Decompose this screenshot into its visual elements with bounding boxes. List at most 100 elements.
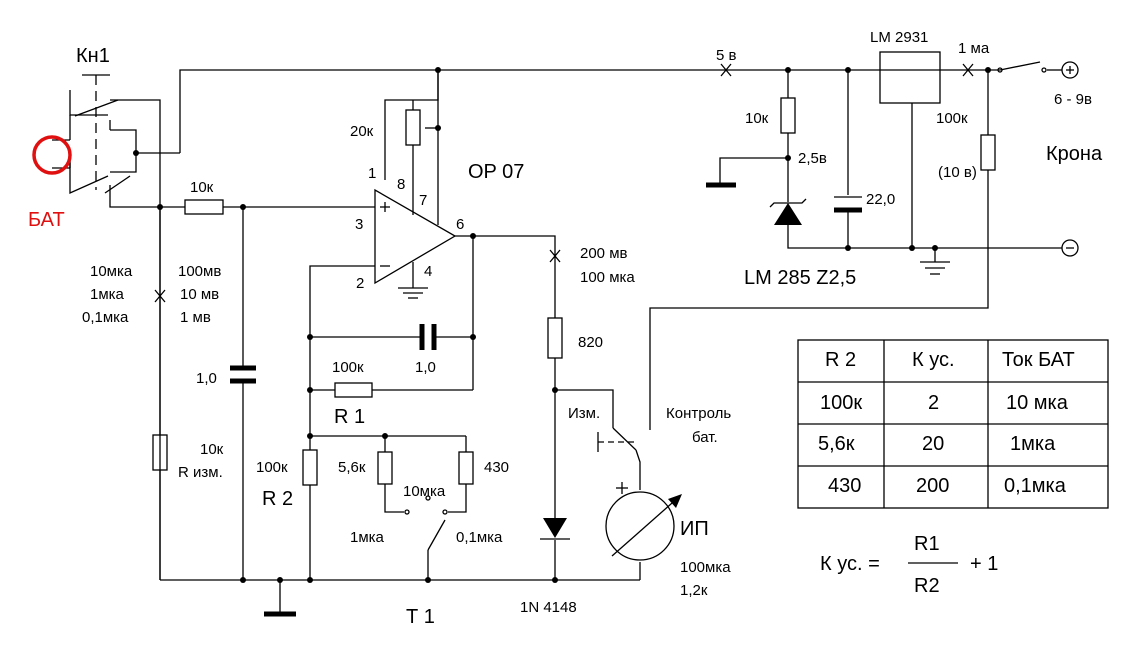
label-range-1mka: 1мка	[90, 286, 125, 303]
label-100k-r2: 100к	[256, 459, 288, 476]
table-cell-gain-3: 200	[916, 475, 949, 497]
label-1n4148: 1N 4148	[520, 599, 577, 616]
battery-circle-icon	[32, 135, 72, 175]
table-header-r2: R 2	[825, 349, 856, 371]
formula-numerator: R1	[914, 533, 940, 555]
resistor-r1-100k	[334, 382, 373, 398]
table-cell-current-1: 10 мка	[1006, 392, 1069, 414]
resistor-10k-input	[184, 199, 224, 215]
terminal-minus	[1061, 239, 1079, 257]
label-range-10mka: 10мка	[90, 263, 133, 280]
label-cap-1-0-input: 1,0	[196, 370, 217, 387]
label-pin-4: 4	[424, 263, 432, 280]
capacitor-1-0-feedback	[419, 324, 437, 350]
label-10v: (10 в)	[938, 164, 977, 181]
label-bat-short: бат.	[692, 429, 718, 446]
table-cell-r2-1: 100к	[820, 392, 862, 414]
label-pin-2: 2	[356, 275, 364, 292]
battery-under-test	[32, 135, 72, 175]
opamp-op07	[374, 188, 457, 288]
wires	[109, 61, 1062, 612]
label-r2: R 2	[262, 488, 293, 510]
table-cell-gain-2: 20	[922, 433, 944, 455]
label-pin-1: 1	[368, 165, 376, 182]
switch-battery-control	[597, 432, 638, 452]
label-lm2931: LM 2931	[870, 29, 928, 46]
formula-rhs: + 1	[970, 553, 998, 575]
label-meter-resistance: 1,2к	[680, 582, 708, 599]
label-cap-1-0-feedback: 1,0	[415, 359, 436, 376]
label-22-0: 22,0	[866, 191, 895, 208]
label-pin-7: 7	[419, 192, 427, 209]
label-20k: 20к	[350, 123, 374, 140]
label-meter-current: 100мка	[680, 559, 731, 576]
table-cell-current-2: 1мка	[1010, 433, 1056, 455]
label-5v: 5 в	[716, 47, 737, 64]
table-header-gain: К ус.	[912, 349, 955, 371]
switch-kn1	[69, 74, 137, 195]
label-2-5v: 2,5в	[798, 150, 827, 167]
table-cell-r2-3: 430	[828, 475, 861, 497]
label-pin-8: 8	[397, 176, 405, 193]
label-pin-3: 3	[355, 216, 363, 233]
label-r-izm-value: 10к	[200, 441, 224, 458]
label-1mv: 1 мв	[180, 309, 211, 326]
ground-symbol-opamp	[398, 287, 428, 299]
label-r-izm: R изм.	[178, 464, 223, 481]
label-200mv: 200 мв	[580, 245, 628, 262]
label-range-0-1mka: 0,1мка	[82, 309, 129, 326]
label-r1: R 1	[334, 406, 365, 428]
label-430: 430	[484, 459, 509, 476]
range-contact-10mka	[425, 495, 431, 501]
label-lm285: LM 285 Z2,5	[744, 267, 856, 289]
resistor-r2-100k	[302, 449, 318, 486]
label-t1: Т 1	[406, 606, 435, 628]
diode-1n4148	[540, 518, 570, 540]
junction-dots	[133, 67, 991, 583]
resistor-820	[547, 317, 563, 359]
resistor-10k-reference	[780, 97, 796, 134]
range-contact-1mka	[404, 509, 410, 515]
label-100mka: 100 мка	[580, 269, 635, 286]
table-cell-gain-1: 2	[928, 392, 939, 414]
formula-lhs: К ус. =	[820, 553, 880, 575]
capacitor-22-0	[834, 196, 862, 213]
label-ip: ИП	[680, 518, 709, 540]
trimmer-20k	[405, 109, 421, 146]
resistor-430	[458, 451, 474, 485]
zener-lm285	[769, 198, 807, 225]
resistor-5-6k	[377, 451, 393, 485]
label-op07: OP 07	[468, 161, 524, 183]
label-krona: Крона	[1046, 143, 1103, 165]
meter-ip	[605, 482, 682, 561]
label-switch-0-1mka: 0,1мка	[456, 529, 503, 546]
table-header-current: Ток БАТ	[1002, 349, 1075, 371]
label-pin-6: 6	[456, 216, 464, 233]
ground-symbol-right	[920, 261, 950, 275]
label-switch-10mka: 10мка	[403, 483, 446, 500]
label-switch-1mka: 1мка	[350, 529, 385, 546]
table-cell-r2-2: 5,6к	[818, 433, 855, 455]
label-100mv: 100мв	[178, 263, 221, 280]
range-contact-0-1mka	[442, 509, 448, 515]
resistor-100k-divider	[980, 134, 996, 171]
test-point-marks	[154, 63, 974, 303]
label-6-9v: 6 - 9в	[1054, 91, 1092, 108]
terminal-plus	[1061, 61, 1079, 79]
label-10k-reference: 10к	[745, 110, 769, 127]
capacitor-1-0-input	[230, 365, 256, 384]
label-5-6k: 5,6к	[338, 459, 366, 476]
label-izm: Изм.	[568, 405, 600, 422]
table-cell-current-3: 0,1мка	[1004, 475, 1067, 497]
label-100k-r1: 100к	[332, 359, 364, 376]
label-kontrol: Контроль	[666, 405, 731, 422]
formula-denominator: R2	[914, 575, 940, 597]
gain-table	[797, 339, 1109, 509]
label-820: 820	[578, 334, 603, 351]
label-1ma: 1 ма	[958, 40, 990, 57]
label-10k-input: 10к	[190, 179, 214, 196]
label-kn1: Кн1	[76, 45, 110, 67]
regulator-lm2931	[879, 51, 941, 104]
